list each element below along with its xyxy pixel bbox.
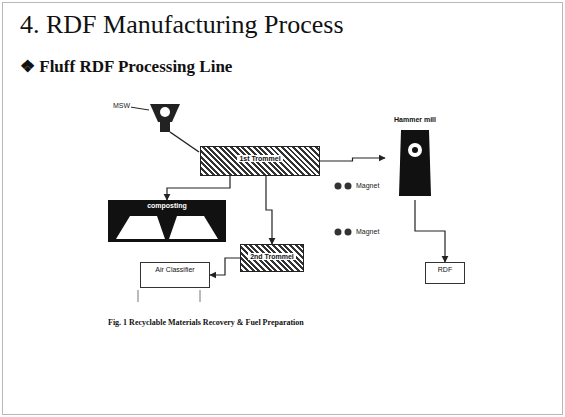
node-text: Air Classifier	[153, 266, 196, 273]
trommel-drum: 2nd Trommel	[240, 244, 304, 272]
node-text: Hammer mill	[392, 116, 438, 123]
node-text: 1st Trommel	[237, 155, 282, 162]
flow-connector	[167, 176, 230, 200]
flow-connector	[210, 258, 240, 275]
trommel-drum: 1st Trommel	[200, 146, 320, 176]
composting-unit: composting	[108, 200, 226, 242]
bullet-heading: ❖ Fluff RDF Processing Line	[20, 56, 232, 77]
slide-title: 4. RDF Manufacturing Process	[20, 10, 344, 40]
flow-connector	[266, 176, 272, 244]
hopper-icon	[150, 104, 180, 132]
magnet-label: Magnet	[355, 228, 380, 235]
flow-connector	[320, 158, 385, 161]
product-box: RDF	[425, 262, 465, 284]
magnet-label: Magnet	[355, 182, 380, 189]
output-line	[200, 290, 201, 302]
input-label: MSW	[112, 102, 131, 109]
air-classifier: Air Classifier	[140, 262, 210, 288]
feed-line	[130, 107, 149, 110]
figure-caption: Fig. 1 Recyclable Materials Recovery & F…	[108, 318, 304, 327]
mill-body	[385, 116, 445, 200]
output-line	[138, 290, 139, 302]
magnet-symbol	[335, 183, 352, 236]
flow-connector	[415, 200, 445, 262]
hammer-mill: Hammer mill	[385, 116, 445, 200]
node-text: 2nd Trommel	[248, 253, 296, 260]
feed-line	[170, 132, 199, 152]
node-text: RDF	[436, 266, 454, 273]
node-text: composting	[145, 202, 189, 209]
